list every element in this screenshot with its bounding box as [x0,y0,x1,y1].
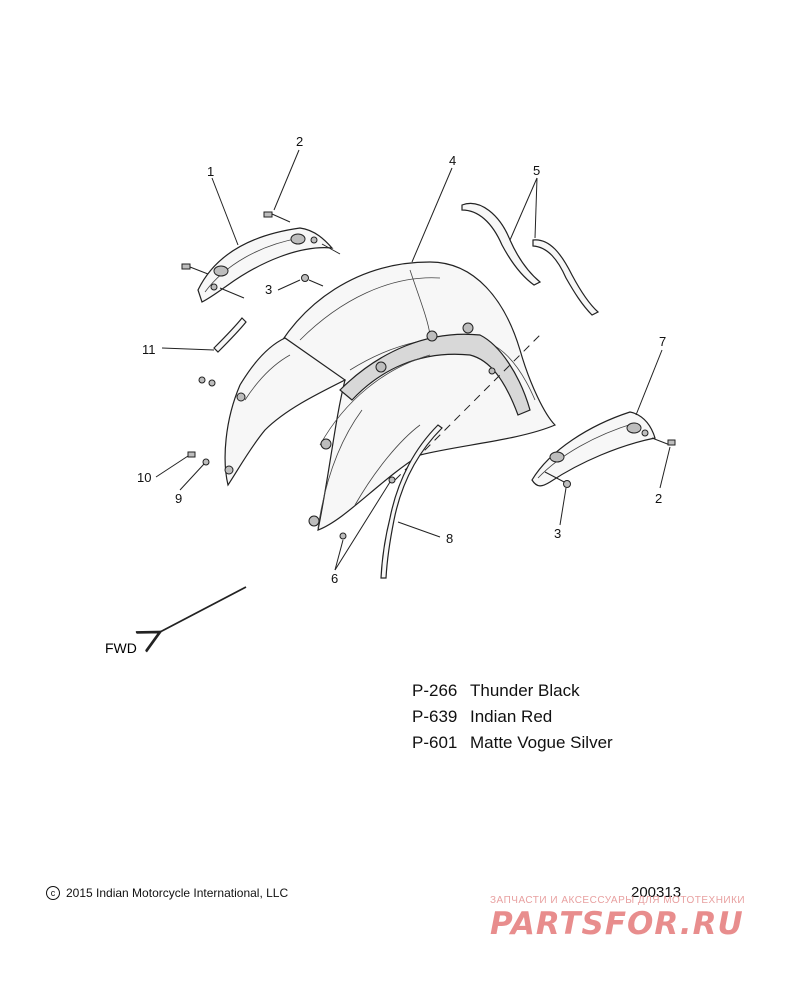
nut-icon [388,476,396,484]
washer-icon [202,458,210,466]
screw-icon [187,451,196,458]
watermark-logo: PARTSFOR.RU [490,906,744,942]
callout-1: 1 [207,164,214,179]
callout-2-top: 2 [296,134,303,149]
nut-icon [563,480,571,488]
color-name: Matte Vogue Silver [470,733,613,752]
callout-8: 8 [446,531,453,546]
screw-icon [667,439,676,446]
forward-arrow-icon [160,586,247,632]
color-name: Indian Red [470,707,553,726]
diagram-id: 200313 [631,884,682,901]
copyright-text: 2015 Indian Motorcycle International, LL… [66,886,289,900]
lower-trim-strip-part-8 [380,424,443,579]
right-rail-part-7 [531,411,671,487]
callout-7: 7 [659,334,666,349]
left-rail-part-1 [197,227,341,303]
paint-color-table: P-266 Thunder Black P-639 Indian Red P-6… [412,678,613,756]
callout-6: 6 [331,571,338,586]
copyright-icon: c [46,886,60,900]
screw-icon [263,211,291,223]
callout-3-right: 3 [554,526,561,541]
callout-11: 11 [142,342,156,357]
copyright-notice: c 2015 Indian Motorcycle International, … [46,886,288,900]
trim-piece-part-11 [213,317,247,353]
color-row: P-266 Thunder Black [412,678,613,704]
left-fender-strut-part [224,337,347,487]
callout-4: 4 [449,153,456,168]
color-row: P-601 Matte Vogue Silver [412,730,613,756]
nut-icon [339,532,347,540]
fwd-label: FWD [105,640,137,656]
nut-icon [198,376,216,387]
callout-3-top: 3 [265,282,272,297]
rear-fender-part [267,261,557,531]
hardware-group [181,211,676,540]
color-row: P-639 Indian Red [412,704,613,730]
trim-strips-part-5 [461,202,600,316]
nut-icon [488,367,496,375]
color-code: P-601 [412,733,458,752]
color-code: P-266 [412,681,458,700]
color-code: P-639 [412,707,458,726]
callout-9: 9 [175,491,182,506]
callout-10: 10 [137,470,151,485]
watermark-tagline: ЗАПЧАСТИ И АКСЕССУАРЫ ДЛЯ МОТОТЕХНИКИ [490,895,746,906]
callout-2-right: 2 [655,491,662,506]
nut-icon [301,274,324,287]
leader-lines [155,149,671,571]
callout-labels: 1 2 3 4 5 11 7 10 9 2 3 8 6 [137,134,666,586]
color-name: Thunder Black [470,681,580,700]
callout-5: 5 [533,163,540,178]
screw-icon [181,263,209,275]
